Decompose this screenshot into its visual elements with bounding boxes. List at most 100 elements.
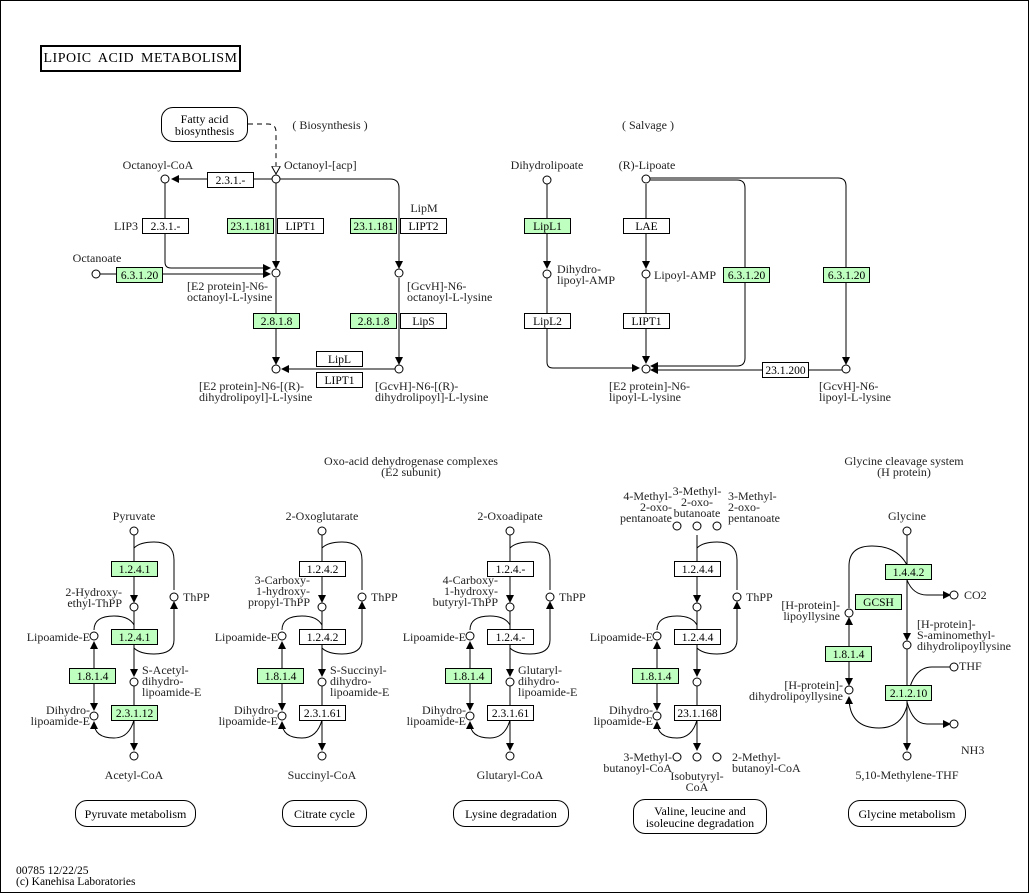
compound-thpp[interactable]: ThPP xyxy=(183,590,210,604)
enzyme-2-3-1-181-lipt2[interactable]: 23.1.181 xyxy=(350,218,397,234)
compound-substrate[interactable]: 3-Methyl- 2-oxo- butanoate xyxy=(672,484,722,520)
compound-node-acyl[interactable] xyxy=(317,677,327,687)
compound-octanoyl-acp[interactable]: Octanoyl-[acp] xyxy=(284,158,357,172)
compound-node[interactable] xyxy=(672,521,682,531)
compound-thpp[interactable]: ThPP xyxy=(371,590,398,604)
enzyme-e2[interactable]: 23.1.168 xyxy=(674,705,721,721)
enzyme-1-8-1-4[interactable]: 1.8.1.4 xyxy=(257,668,304,684)
compound-dihydrolipoamide-e[interactable]: Dihydro- lipoamide-E xyxy=(30,703,90,728)
compound-node-gcvh-dihydrolipoyl[interactable] xyxy=(394,364,404,374)
compound-lipoamide-e[interactable]: Lipoamide-E xyxy=(589,630,653,644)
compound-product[interactable]: Acetyl-CoA xyxy=(104,768,164,782)
compound-node-product[interactable] xyxy=(317,751,327,761)
compound-substrate[interactable]: 3-Methyl- 2-oxo- pentanoate xyxy=(728,489,780,525)
compound-lipoamide-e[interactable]: Lipoamide-E xyxy=(26,630,90,644)
enzyme-e1[interactable]: 1.2.4.1 xyxy=(111,561,158,577)
compound-node-thpp[interactable] xyxy=(169,592,179,602)
gene-lipl1[interactable]: LipL1 xyxy=(524,218,571,234)
compound-acyl-dihydrolipoamide[interactable]: Glutaryl- dihydro- lipoamide-E xyxy=(518,663,578,699)
enzyme-2-1-2-10[interactable]: 2.1.2.10 xyxy=(885,685,932,701)
compound-octanoate[interactable]: Octanoate xyxy=(72,251,122,265)
enzyme-6-3-1-20-octanoate[interactable]: 6.3.1.20 xyxy=(116,267,163,283)
compound-nh3[interactable]: NH3 xyxy=(961,743,985,757)
enzyme-2-3-1-200[interactable]: 23.1.200 xyxy=(762,362,809,378)
map-link-citrate-cycle[interactable]: Citrate cycle xyxy=(282,800,367,827)
compound-h-protein-aminomethyl[interactable]: [H-protein]- S-aminomethyl- dihydrolipoy… xyxy=(917,617,1011,653)
compound-node-thf[interactable] xyxy=(949,662,959,672)
enzyme-2-3-1-lip3[interactable]: 2.3.1.- xyxy=(142,218,189,234)
map-link-valine-leucine-isoleucine-degradation[interactable]: Valine, leucine and isoleucine degradati… xyxy=(633,799,767,834)
compound-node-nh3[interactable] xyxy=(949,719,959,729)
map-link-fatty-acid-biosynthesis[interactable]: Fatty acid biosynthesis xyxy=(161,107,248,142)
compound-substrate[interactable]: 2-Oxoglutarate xyxy=(285,509,359,523)
enzyme-e2[interactable]: 2.3.1.61 xyxy=(299,705,346,721)
compound-lipoyl-amp[interactable]: Lipoyl-AMP xyxy=(654,268,717,282)
compound-node-thpp[interactable] xyxy=(545,592,555,602)
compound-node-dihydrolipoamide-e[interactable] xyxy=(277,711,287,721)
compound-e2-octanoyl-lysine[interactable]: [E2 protein]-N6- octanoyl-L-lysine xyxy=(187,279,273,304)
enzyme-2-8-1-8-e2[interactable]: 2.8.1.8 xyxy=(253,313,300,329)
compound-node-dihydrolipoamide-e[interactable] xyxy=(89,711,99,721)
gene-lipl[interactable]: LipL xyxy=(316,351,363,367)
compound-r-lipoate[interactable]: (R)-Lipoate xyxy=(618,158,676,172)
compound-node-lipoamide-e[interactable] xyxy=(465,631,475,641)
compound-thpp-intermediate[interactable]: 4-Carboxy- 1-hydroxy- butyryl-ThPP xyxy=(432,573,498,609)
enzyme-1-8-1-4-glycine[interactable]: 1.8.1.4 xyxy=(825,646,872,662)
compound-dihydrolipoamide-e[interactable]: Dihydro- lipoamide-E xyxy=(218,703,278,728)
enzyme-e1-second[interactable]: 1.2.4.- xyxy=(487,629,534,645)
compound-node-acyl[interactable] xyxy=(505,677,515,687)
compound-dihydrolipoamide-e[interactable]: Dihydro- lipoamide-E xyxy=(406,703,466,728)
compound-5-10-methylene-thf[interactable]: 5,10-Methylene-THF xyxy=(855,768,959,782)
compound-glycine[interactable]: Glycine xyxy=(888,509,926,523)
compound-node-gcvh-octanoyl[interactable] xyxy=(394,268,404,278)
enzyme-e1-second[interactable]: 1.2.4.1 xyxy=(111,629,158,645)
compound-node[interactable] xyxy=(712,521,722,531)
enzyme-1-8-1-4[interactable]: 1.8.1.4 xyxy=(69,668,116,684)
compound-thf[interactable]: THF xyxy=(959,659,982,673)
compound-product[interactable]: 2-Methyl- butanoyl-CoA xyxy=(732,750,801,775)
enzyme-e1-second[interactable]: 1.2.4.4 xyxy=(674,629,721,645)
compound-node-gcvh-lipoyl[interactable] xyxy=(841,364,851,374)
map-link-glycine-metabolism[interactable]: Glycine metabolism xyxy=(848,800,966,827)
compound-octanoyl-coa[interactable]: Octanoyl-CoA xyxy=(122,158,194,172)
compound-product[interactable]: Isobutyryl- CoA xyxy=(670,769,724,794)
compound-node-methylene-thf[interactable] xyxy=(902,751,912,761)
compound-h-protein-dihydrolipoyllysine[interactable]: [H-protein]- dihydrolipoyllysine xyxy=(749,678,843,703)
map-link-pyruvate-metabolism[interactable]: Pyruvate metabolism xyxy=(75,800,196,827)
enzyme-e2[interactable]: 2.3.1.12 xyxy=(111,705,158,721)
compound-node-lipoamide-e[interactable] xyxy=(89,631,99,641)
compound-h-protein-lipoyllysine[interactable]: [H-protein]- lipoyllysine xyxy=(781,598,840,623)
enzyme-e1-second[interactable]: 1.2.4.2 xyxy=(299,629,346,645)
map-link-lysine-degradation[interactable]: Lysine degradation xyxy=(453,800,569,827)
compound-node-thpp[interactable] xyxy=(732,592,742,602)
compound-acyl-dihydrolipoamide[interactable]: S-Acetyl- dihydro- lipoamide-E xyxy=(142,663,202,699)
compound-node-product[interactable] xyxy=(505,751,515,761)
enzyme-2-3-1-octanoyl-transfer[interactable]: 2.3.1.- xyxy=(207,172,254,188)
compound-node-intermediate[interactable] xyxy=(692,602,702,612)
compound-lipoamide-e[interactable]: Lipoamide-E xyxy=(402,630,466,644)
compound-lipoamide-e[interactable]: Lipoamide-E xyxy=(214,630,278,644)
compound-node-h-dihydrolipoyllysine[interactable] xyxy=(844,685,854,695)
compound-node[interactable] xyxy=(672,752,682,762)
compound-node-e2-dihydrolipoyl[interactable] xyxy=(271,364,281,374)
compound-node-octanoate[interactable] xyxy=(91,269,101,279)
compound-node-substrate[interactable] xyxy=(505,526,515,536)
enzyme-e1[interactable]: 1.2.4.- xyxy=(487,561,534,577)
gene-lipl2[interactable]: LipL2 xyxy=(524,313,571,329)
enzyme-e1[interactable]: 1.2.4.4 xyxy=(674,561,721,577)
compound-node-thpp[interactable] xyxy=(357,592,367,602)
enzyme-6-3-1-20-e2[interactable]: 6.3.1.20 xyxy=(723,267,770,283)
compound-thpp[interactable]: ThPP xyxy=(746,590,773,604)
enzyme-1-8-1-4[interactable]: 1.8.1.4 xyxy=(445,668,492,684)
compound-node-intermediate[interactable] xyxy=(317,602,327,612)
compound-node-lipoamide-e[interactable] xyxy=(652,631,662,641)
compound-substrate[interactable]: Pyruvate xyxy=(112,509,156,523)
gene-lae[interactable]: LAE xyxy=(623,218,670,234)
compound-product[interactable]: 3-Methyl- butanoyl-CoA xyxy=(603,750,672,775)
enzyme-e2[interactable]: 2.3.1.61 xyxy=(487,705,534,721)
compound-node-e2-lipoyl[interactable] xyxy=(641,364,651,374)
gene-lips[interactable]: LipS xyxy=(400,313,447,329)
compound-node-substrate[interactable] xyxy=(317,526,327,536)
enzyme-2-3-1-181-lipt1[interactable]: 23.1.181 xyxy=(227,218,274,234)
gene-lipt1[interactable]: LIPT1 xyxy=(277,218,324,234)
